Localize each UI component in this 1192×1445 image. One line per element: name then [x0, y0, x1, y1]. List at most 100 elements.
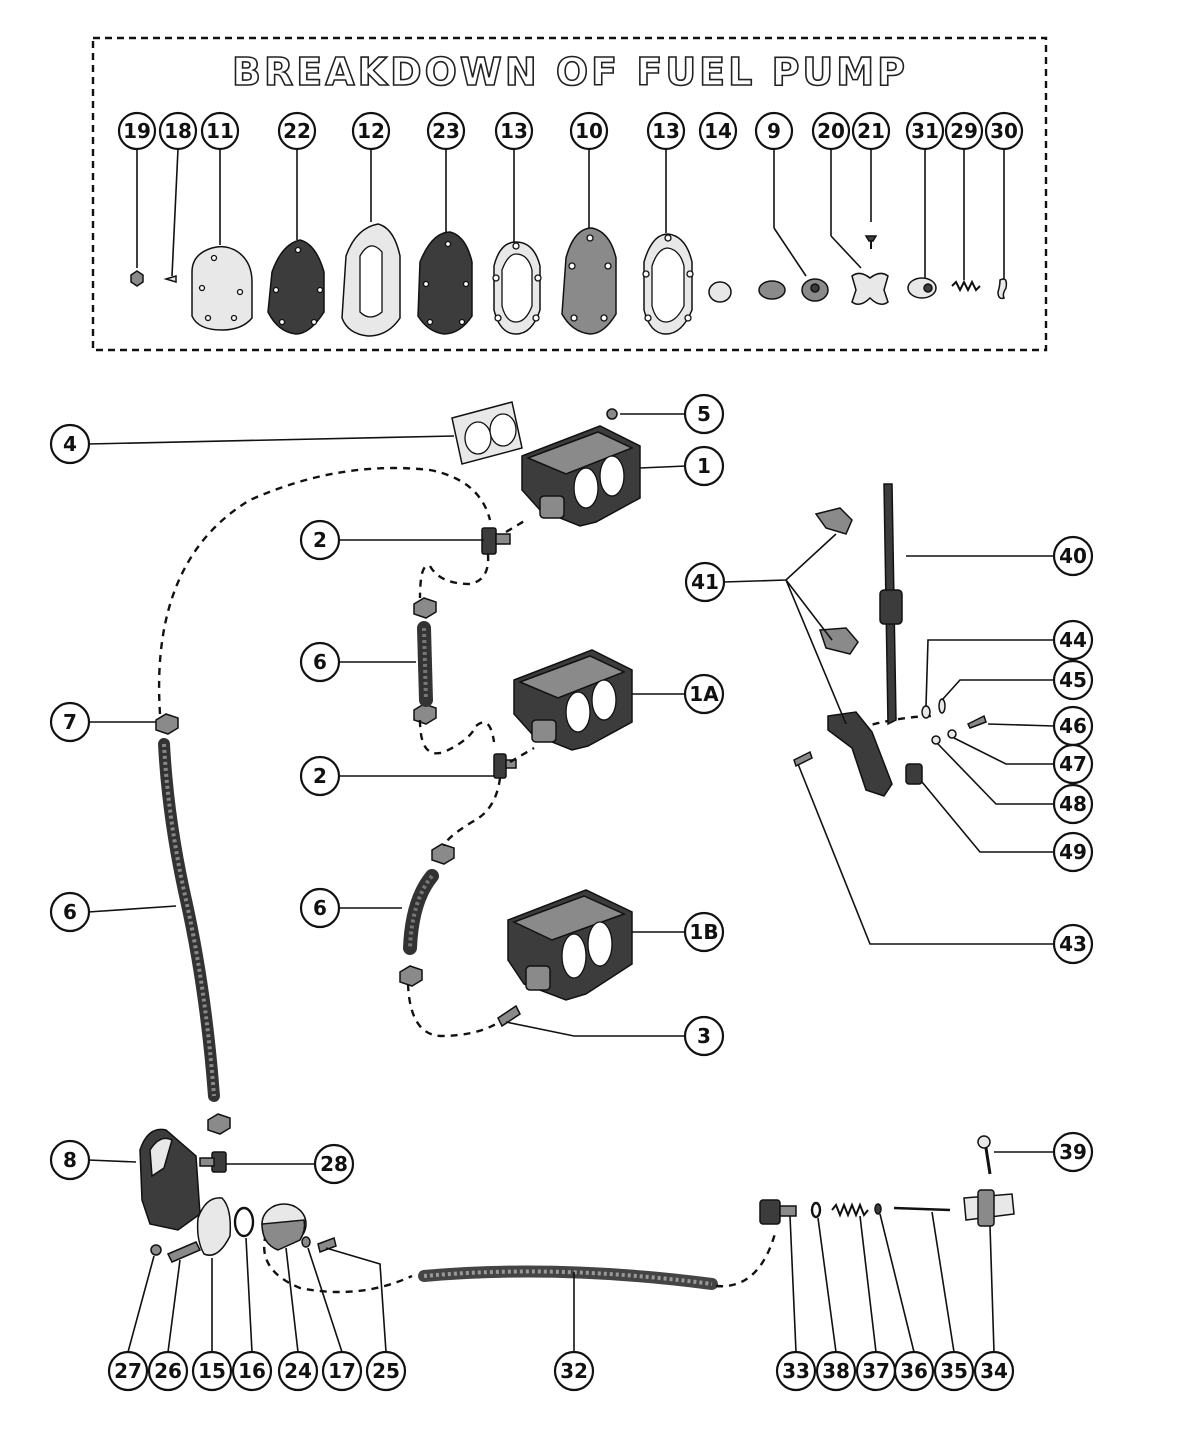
callout-41: 41 [684, 561, 726, 603]
breakdown-callouts: 19 18 11 22 12 23 13 10 13 14 9 20 21 31… [117, 111, 1024, 151]
part-41-lever-upper [814, 507, 853, 535]
callout-36: 36 [893, 1350, 935, 1392]
svg-text:6: 6 [313, 650, 327, 674]
breakdown-title: BREAKDOWN OF FUEL PUMP [232, 50, 908, 94]
callout-6-upper: 6 [299, 641, 341, 683]
svg-text:5: 5 [697, 402, 711, 426]
part-16-o-ring [233, 1206, 255, 1238]
svg-text:14: 14 [704, 119, 732, 143]
svg-text:45: 45 [1059, 668, 1087, 692]
callout-2-lower: 2 [299, 755, 341, 797]
callout-6-middle: 6 [299, 887, 341, 929]
callout-37: 37 [855, 1350, 897, 1392]
part-26-bolt [166, 1241, 202, 1263]
svg-text:21: 21 [857, 119, 885, 143]
svg-text:26: 26 [154, 1359, 182, 1383]
callout-44: 44 [1052, 619, 1094, 661]
part-41-lever-lower [818, 627, 859, 655]
part-43 [793, 750, 813, 768]
part-21-screw [864, 235, 878, 242]
part-29-spring [951, 279, 981, 293]
clamp-lower-hose-bottom [399, 965, 423, 987]
svg-text:33: 33 [782, 1359, 810, 1383]
callout-14: 14 [698, 111, 738, 151]
part-6-hose-curved [403, 869, 439, 955]
callout-23: 23 [426, 111, 466, 151]
svg-text:11: 11 [206, 119, 234, 143]
callout-22: 22 [277, 111, 317, 151]
svg-text:32: 32 [560, 1359, 588, 1383]
part-18-screw [163, 274, 177, 284]
callout-10: 10 [569, 111, 609, 151]
callout-8: 8 [49, 1139, 91, 1181]
svg-text:36: 36 [900, 1359, 928, 1383]
svg-text:2: 2 [313, 528, 327, 552]
svg-text:38: 38 [822, 1359, 850, 1383]
routing-lines [157, 466, 937, 1294]
callout-18: 18 [158, 111, 198, 151]
svg-text:1B: 1B [689, 920, 718, 944]
part-8-fuel-pump [139, 1128, 201, 1231]
callout-4: 4 [49, 423, 91, 465]
svg-text:13: 13 [652, 119, 680, 143]
svg-text:9: 9 [767, 119, 781, 143]
callout-16: 16 [231, 1350, 273, 1392]
callout-34: 34 [973, 1350, 1015, 1392]
part-1b-carburetor [507, 889, 633, 1001]
part-30-clip [997, 278, 1008, 300]
part-17-washer [301, 1236, 311, 1248]
svg-text:49: 49 [1059, 840, 1087, 864]
part-23-diaphragm [417, 231, 473, 335]
part-3-fitting [497, 1004, 521, 1028]
clamp-lower-6 [413, 703, 437, 725]
svg-text:29: 29 [950, 119, 978, 143]
svg-text:25: 25 [372, 1359, 400, 1383]
part-45 [938, 698, 946, 714]
part-2-fitting-lower [493, 753, 517, 779]
svg-text:19: 19 [123, 119, 151, 143]
main-leaders [87, 413, 1055, 1353]
svg-text:24: 24 [284, 1359, 312, 1383]
part-1-carburetor [521, 425, 641, 527]
part-48 [931, 735, 941, 745]
part-10-valve-plate [561, 227, 617, 335]
callout-25: 25 [365, 1350, 407, 1392]
svg-text:16: 16 [238, 1359, 266, 1383]
part-37-spring [831, 1202, 869, 1218]
part-22-diaphragm [267, 239, 325, 335]
part-6-hose-long [158, 738, 220, 1102]
svg-text:2: 2 [313, 764, 327, 788]
part-31-diaphragm-cap [907, 277, 937, 299]
svg-text:8: 8 [63, 1148, 77, 1172]
callout-27: 27 [107, 1350, 149, 1392]
svg-text:22: 22 [283, 119, 311, 143]
part-20-retainer [851, 272, 889, 305]
callout-15: 15 [191, 1350, 233, 1392]
callout-35: 35 [933, 1350, 975, 1392]
svg-text:44: 44 [1059, 628, 1087, 652]
svg-text:35: 35 [940, 1359, 968, 1383]
callout-6-left: 6 [49, 891, 91, 933]
part-11-cover-plate [191, 245, 253, 331]
svg-text:1A: 1A [689, 682, 719, 706]
callout-29: 29 [944, 111, 984, 151]
clamp-lower-hose-top [431, 843, 455, 865]
breakdown-parts [130, 223, 1008, 337]
clamp-upper-6 [413, 597, 437, 619]
svg-text:6: 6 [63, 900, 77, 924]
callout-31: 31 [905, 111, 945, 151]
part-9-check-valve-left [758, 280, 786, 300]
svg-text:34: 34 [980, 1359, 1008, 1383]
part-2-fitting-upper [481, 527, 511, 555]
part-38-seal [810, 1201, 822, 1219]
callout-17: 17 [321, 1350, 363, 1392]
part-4-carb-gasket [451, 401, 523, 465]
svg-text:10: 10 [575, 119, 603, 143]
part-44 [921, 705, 931, 719]
breakdown-box [91, 36, 1048, 352]
svg-text:20: 20 [817, 119, 845, 143]
callout-43: 43 [1052, 923, 1094, 965]
part-24-pulse-chamber [261, 1203, 307, 1251]
svg-text:3: 3 [697, 1024, 711, 1048]
svg-text:41: 41 [691, 570, 719, 594]
